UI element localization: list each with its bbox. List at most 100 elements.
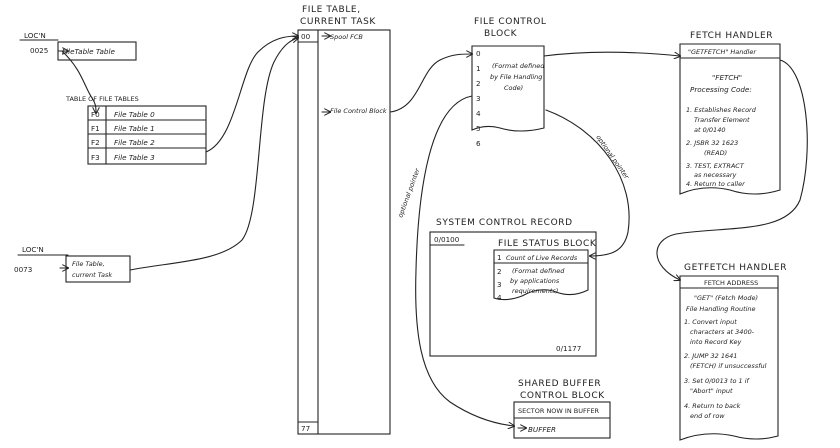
fetch-step: 1. Establishes Record [686, 106, 757, 114]
fetch-step: 2. JSBR 32 1623 [686, 139, 738, 147]
fetch-step: as necessary [694, 171, 737, 179]
scr-start-address: 0/0100 [434, 235, 460, 244]
connector-file-table-to-fcb [389, 54, 472, 113]
fcb-note-3: Code) [504, 84, 523, 92]
getfetch-handler-box [679, 275, 779, 441]
fsb-row-index: 4 [497, 293, 502, 302]
scr-title: SYSTEM CONTROL RECORD [436, 218, 573, 228]
getfetch-step: 3. Set 0/0013 to 1 if [684, 377, 751, 385]
fcb-title-2: BLOCK [484, 29, 518, 39]
connector-fcb-to-shared-buffer [415, 95, 514, 426]
fetch-step: Transfer Element [694, 116, 750, 124]
loc-address-top: 0025 [30, 46, 48, 55]
table-value: File Table 0 [114, 110, 155, 119]
loc-address-bottom: 0073 [14, 265, 32, 274]
sbcb-box [513, 401, 611, 439]
file-table-current-task: FILE TABLE, CURRENT TASK 00 Spool FCB Fi… [297, 5, 391, 435]
fetch-header: "GETFETCH" Handler [688, 48, 757, 56]
connector-top-loc-to-table [61, 50, 96, 113]
fcb-row-index: 3 [476, 94, 481, 103]
sbcb-title-1: SHARED BUFFER [518, 379, 601, 389]
fcb-row-index: 0 [476, 49, 481, 58]
fsb-box [493, 249, 589, 301]
fsb-row-index: 1 [497, 253, 502, 262]
table-of-file-tables: TABLE OF FILE TABLES F0 File Table 0 F1 … [65, 95, 207, 165]
getfetch-handler: GETFETCH HANDLER FETCH ADDRESS "GET" (Fe… [679, 263, 787, 441]
buffer-pointer-label: BUFFER [528, 425, 556, 434]
getfetch-step: end of row [690, 412, 725, 420]
table-of-file-tables-title: TABLE OF FILE TABLES [65, 95, 139, 103]
current-task-label-1: File Table, [72, 260, 105, 268]
fcb-note-2: by File Handling [490, 73, 542, 81]
fetch-step: 3. TEST, EXTRACT [686, 162, 745, 170]
fcb-entry: File Control Block [330, 107, 387, 115]
file-table-box [297, 29, 391, 435]
fetch-step: at 0/0140 [694, 126, 725, 134]
fsb-row-index: 3 [497, 280, 502, 289]
file-table-first-index: 00 [301, 32, 311, 41]
getfetch-step: into Record Key [690, 338, 741, 346]
fetch-step: 4. Return to caller [686, 180, 746, 188]
file-control-block: FILE CONTROL BLOCK 0 1 2 3 4 5 6 (Format… [471, 17, 547, 148]
optional-pointer-right-label: optional pointer [594, 134, 631, 182]
connector-f3-to-file-table [205, 36, 298, 153]
fcb-row-index: 6 [476, 139, 481, 148]
getfetch-step: 4. Return to back [684, 402, 741, 410]
file-table-table-label: FileTable Table [62, 47, 115, 56]
fetch-heading-1: "FETCH" [712, 73, 742, 82]
fsb-format-note-3: requirements) [512, 287, 558, 295]
table-of-file-tables-box [87, 105, 207, 165]
fsb-title: FILE STATUS BLOCK [498, 239, 597, 249]
fcb-row-index: 2 [476, 79, 481, 88]
fsb-row-index: 2 [497, 267, 502, 276]
getfetch-step: 2. JUMP 32 1641 [684, 352, 737, 360]
file-table-last-index: 77 [301, 424, 310, 433]
table-value: File Table 3 [114, 153, 155, 162]
spool-fcb-entry: Spool FCB [330, 33, 363, 41]
sector-now-in-buffer: SECTOR NOW IN BUFFER [518, 407, 600, 415]
fsb-count-label: Count of Live Records [506, 254, 578, 262]
fcb-title-1: FILE CONTROL [474, 17, 547, 27]
location-top: LOC'N 0025 FileTable Table [19, 31, 137, 61]
current-task-pointer-box [65, 255, 131, 283]
fcb-row-index: 5 [476, 124, 481, 133]
shared-buffer-control-block: SHARED BUFFER CONTROL BLOCK SECTOR NOW I… [513, 379, 611, 439]
fcb-note-1: (Format defined [492, 62, 545, 70]
fetch-handler-box [679, 43, 781, 195]
fetch-step: (READ) [704, 149, 727, 157]
table-key: F1 [91, 124, 100, 133]
getfetch-heading-1: "GET" (Fetch Mode) [694, 294, 758, 302]
fcb-box [471, 45, 545, 132]
current-task-label-2: current Task [72, 271, 112, 279]
file-table-title-1: FILE TABLE, [302, 5, 361, 15]
getfetch-step: "Abort" input [690, 387, 733, 395]
getfetch-step: (FETCH) if unsuccessful [690, 362, 767, 370]
fcb-row-index: 1 [476, 64, 481, 73]
getfetch-step: characters at 3400- [690, 328, 755, 336]
fsb-format-note-2: by applications [510, 277, 560, 285]
table-key: F3 [91, 153, 100, 162]
table-value: File Table 1 [114, 124, 155, 133]
fetch-handler-title: FETCH HANDLER [690, 31, 773, 41]
sbcb-title-2: CONTROL BLOCK [520, 391, 605, 401]
fetch-heading-2: Processing Code: [690, 85, 752, 94]
fetch-handler: FETCH HANDLER "GETFETCH" Handler "FETCH"… [679, 31, 781, 195]
table-value: File Table 2 [114, 138, 155, 147]
fcb-row-index: 4 [476, 109, 481, 118]
loc-label-bottom: LOC'N [22, 245, 44, 254]
connectors [57, 36, 808, 426]
getfetch-header: FETCH ADDRESS [704, 279, 758, 287]
table-key: F0 [91, 110, 100, 119]
scr-end-address: 0/1177 [556, 344, 581, 353]
connector-fetch-to-getfetch [656, 59, 808, 280]
location-bottom: LOC'N 0073 File Table, current Task [14, 245, 131, 283]
getfetch-step: 1. Convert input [684, 318, 737, 326]
connector-fcb-to-fetch-handler [543, 51, 680, 56]
file-table-title-2: CURRENT TASK [300, 17, 376, 27]
getfetch-handler-title: GETFETCH HANDLER [684, 263, 787, 273]
table-key: F2 [91, 138, 100, 147]
optional-pointer-left-label: optional pointer [396, 166, 422, 219]
loc-label-top: LOC'N [24, 31, 46, 40]
connector-bottom-loc-to-file-table [129, 38, 298, 271]
